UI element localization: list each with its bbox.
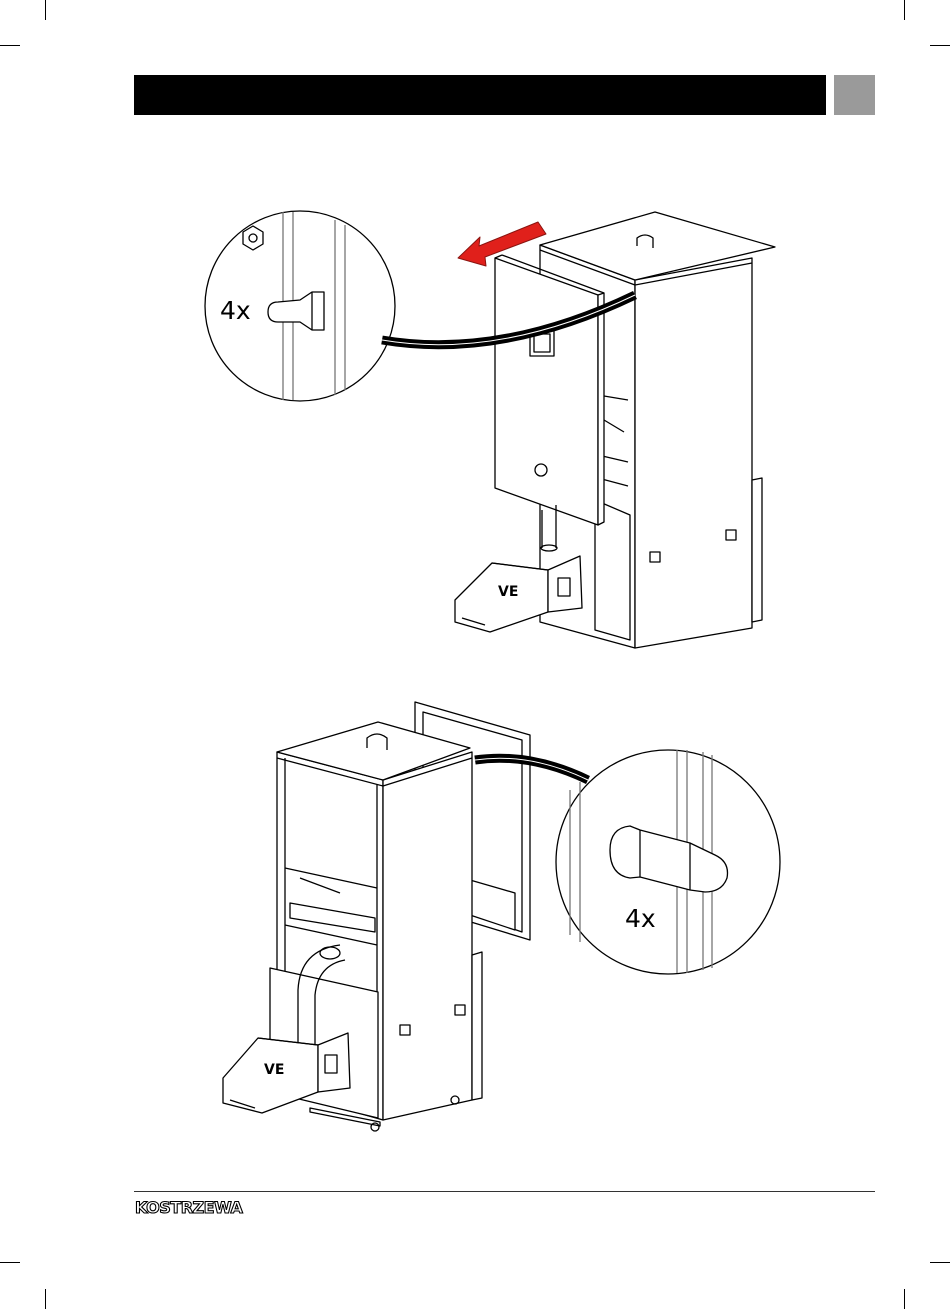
boiler-top-figure: VE [455, 212, 775, 648]
boiler-bottom-figure: VE [223, 702, 530, 1131]
svg-text:VE: VE [498, 584, 518, 600]
callout-count-top: 4x [220, 296, 251, 325]
footer-rule [134, 1191, 875, 1192]
brand-logo: KOSTRZEWA [134, 1197, 256, 1221]
svg-text:KOSTRZEWA: KOSTRZEWA [135, 1198, 244, 1217]
red-arrow-icon [458, 222, 546, 266]
svg-text:VE: VE [264, 1062, 284, 1078]
callout-count-bottom: 4x [623, 904, 658, 933]
